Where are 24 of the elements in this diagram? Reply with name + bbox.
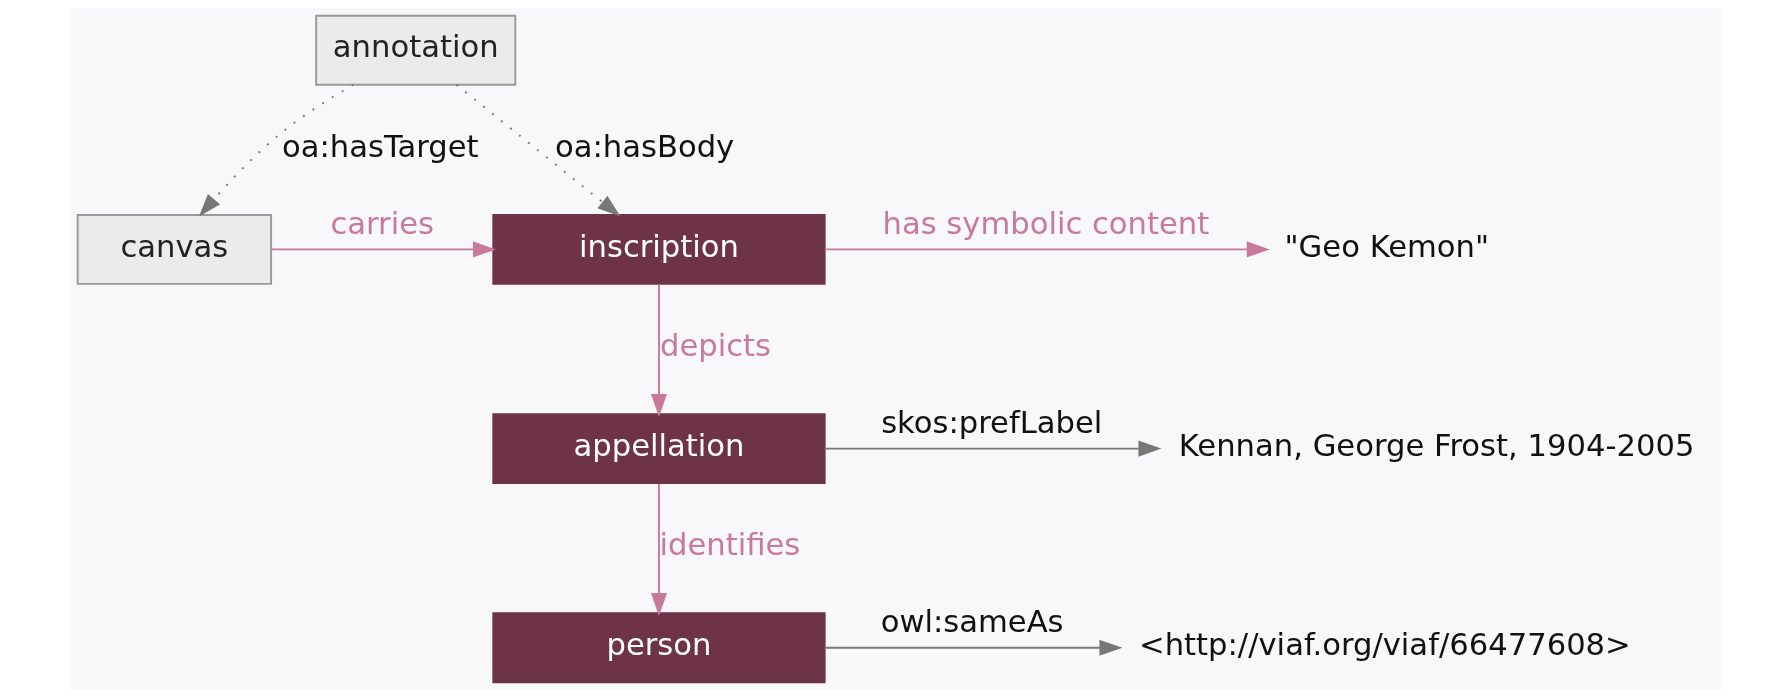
node-box: person [491,612,826,684]
edge-label: owl:sameAs [880,604,1064,640]
edge-label: oa:hasTarget [281,129,479,165]
edge-label: oa:hasBody [554,129,734,165]
arrow [650,283,667,417]
arrow [823,241,1270,258]
node-box: annotation [314,14,516,86]
arrow [455,83,620,217]
node-box: appellation [491,413,826,485]
edge-label: identifies [658,527,800,563]
node-text: Kennan, George Frost, 1904-2005 [1178,427,1694,463]
node-text: <http://viaf.org/viaf/66477608> [1138,627,1631,663]
edge-label: depicts [659,328,771,364]
arrow [650,482,667,617]
node-box: canvas [76,213,272,285]
edge-label: skos:prefLabel [880,404,1102,440]
node-text: "Geo Kemon" [1284,228,1489,264]
node-box: inscription [491,213,826,285]
arrow [269,241,496,258]
arrow [198,83,354,217]
edge-label: has symbolic content [881,205,1209,241]
edge-label: carries [329,205,434,241]
arrow [823,440,1161,457]
arrow [824,639,1122,656]
